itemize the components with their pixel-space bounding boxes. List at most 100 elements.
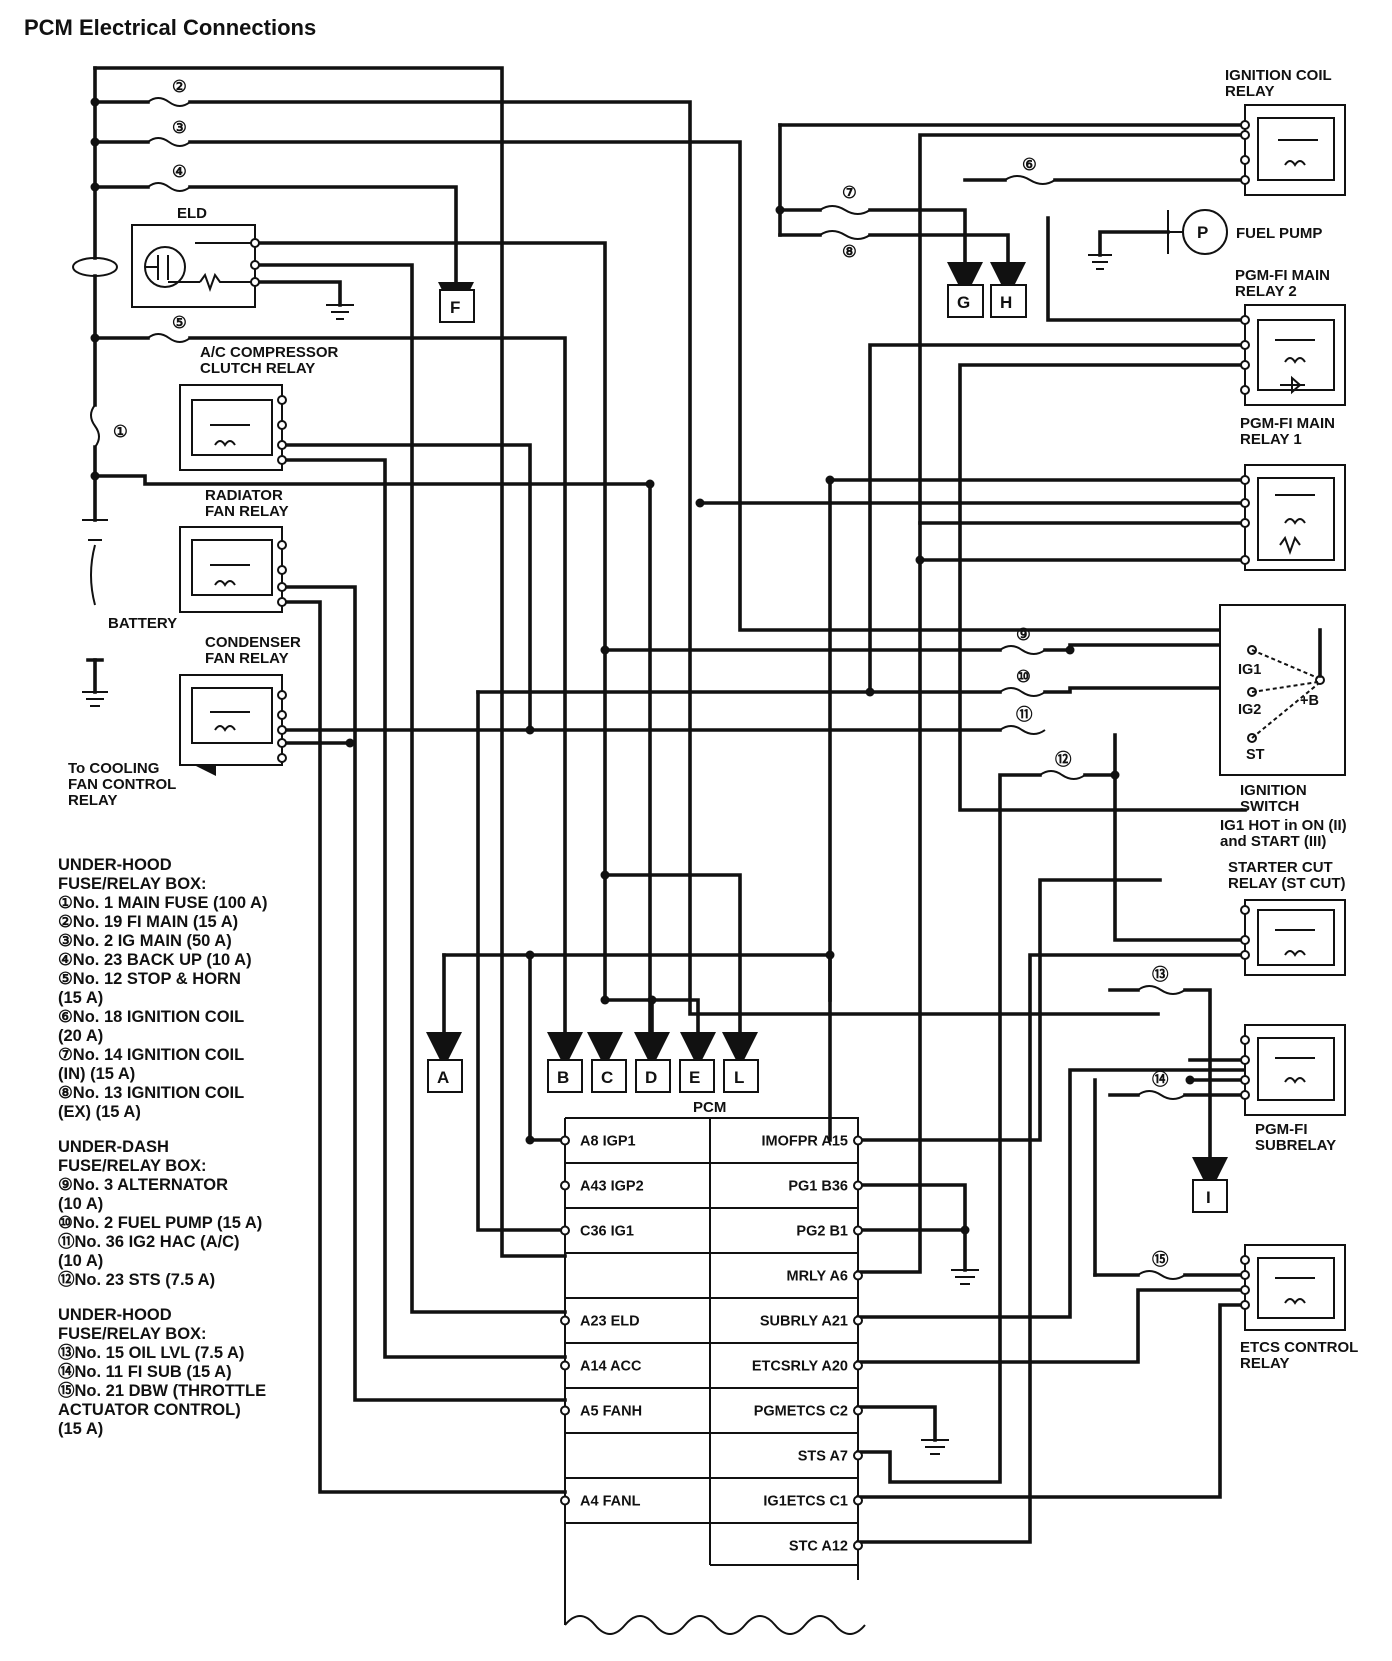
legend-line: ACTUATOR CONTROL) bbox=[58, 1401, 241, 1419]
pcm-left-terminal-label: A14 ACC bbox=[580, 1359, 642, 1375]
connector-d: D bbox=[645, 1068, 657, 1087]
condenser-fan-relay: CONDENSER FAN RELAY bbox=[179, 634, 301, 766]
condenser-relay-label-line2: FAN RELAY bbox=[205, 650, 289, 667]
fuse-label-7: ⑦ bbox=[842, 184, 857, 202]
ign-switch-label-line2: SWITCH bbox=[1240, 798, 1299, 815]
pcm-left-pin bbox=[560, 1315, 570, 1326]
legend-line: (10 A) bbox=[58, 1195, 103, 1213]
wires bbox=[93, 66, 1307, 1544]
fuses bbox=[90, 97, 1186, 1280]
pcm-right-pin bbox=[853, 1495, 863, 1506]
pcm-right-terminal-label: ETCSRLY A20 bbox=[752, 1359, 848, 1375]
pcm-right-pin bbox=[853, 1405, 863, 1416]
fuse-label-14: ⑭ bbox=[1152, 1069, 1169, 1089]
fuse-label-11: ⑪ bbox=[1016, 704, 1033, 724]
radiator-relay-label-line1: RADIATOR bbox=[205, 487, 283, 504]
legend-line: ⑪No. 36 IG2 HAC (A/C) bbox=[58, 1231, 240, 1251]
connector-f: F bbox=[450, 298, 460, 317]
pcm-left-terminal-label: A23 ELD bbox=[580, 1314, 640, 1330]
legend-header: FUSE/RELAY BOX: bbox=[58, 875, 207, 893]
pcm-right-terminal-label: PGMETCS C2 bbox=[754, 1404, 848, 1420]
pcm-left-pin bbox=[560, 1180, 570, 1191]
ign-term-st: ST bbox=[1246, 747, 1265, 763]
subrelay-label-line1: PGM-FI bbox=[1255, 1121, 1308, 1138]
ignition-switch: IG1 IG2 ST +B IGNITION SWITCH IG1 HOT in… bbox=[1219, 604, 1347, 850]
fuse-label-3: ③ bbox=[172, 119, 187, 137]
main-relay2-label-line1: PGM-FI MAIN bbox=[1235, 267, 1330, 284]
legend-line: ⑧No. 13 IGNITION COIL bbox=[58, 1084, 244, 1102]
pcm-label: PCM bbox=[693, 1099, 726, 1116]
battery: BATTERY bbox=[72, 257, 177, 707]
main-relay1-label-line2: RELAY 1 bbox=[1240, 431, 1302, 448]
pcm-right-terminal-label: IG1ETCS C1 bbox=[763, 1494, 848, 1510]
connector-h: H bbox=[1000, 293, 1012, 312]
pcm-right-pin bbox=[853, 1180, 863, 1191]
legend-line: (IN) (15 A) bbox=[58, 1065, 135, 1083]
legend-line: (EX) (15 A) bbox=[58, 1103, 141, 1121]
pcm-left-pin bbox=[560, 1360, 570, 1371]
etcs-control-relay: ETCS CONTROL RELAY bbox=[1240, 1244, 1358, 1372]
legend-line: ⑨No. 3 ALTERNATOR bbox=[58, 1176, 228, 1194]
connector-e: E bbox=[689, 1068, 700, 1087]
cooling-fan-label: To COOLING FAN CONTROL RELAY bbox=[68, 760, 176, 809]
legend-line: ⑩No. 2 FUEL PUMP (15 A) bbox=[58, 1214, 262, 1232]
pcm-right-terminal-label: STS A7 bbox=[798, 1449, 848, 1465]
pcm-right-pin bbox=[853, 1360, 863, 1371]
pcm-right-terminal-label: MRLY A6 bbox=[786, 1269, 848, 1285]
etcs-relay-label-line1: ETCS CONTROL bbox=[1240, 1339, 1358, 1356]
pcm-right-pin bbox=[853, 1135, 863, 1146]
pgm-fi-subrelay: PGM-FI SUBRELAY bbox=[1240, 1024, 1346, 1154]
starter-cut-label-line1: STARTER CUT bbox=[1228, 859, 1333, 876]
ign-term-ig2: IG2 bbox=[1238, 702, 1261, 718]
cooling-label-line2: FAN CONTROL bbox=[68, 776, 176, 793]
legend-line: ⑥No. 18 IGNITION COIL bbox=[58, 1008, 244, 1026]
legend-line: ⑫No. 23 STS (7.5 A) bbox=[58, 1269, 215, 1289]
pcm-left-pin bbox=[560, 1135, 570, 1146]
legend-header: UNDER-HOOD bbox=[58, 856, 172, 874]
etcs-relay-label-line2: RELAY bbox=[1240, 1355, 1289, 1372]
legend-line: (10 A) bbox=[58, 1252, 103, 1270]
legend-header: FUSE/RELAY BOX: bbox=[58, 1157, 207, 1175]
main-relay2-label-line2: RELAY 2 bbox=[1235, 283, 1297, 300]
pcm-left-pin bbox=[560, 1405, 570, 1416]
connector-i: I bbox=[1206, 1188, 1211, 1207]
pcm-left-terminal-label: C36 IG1 bbox=[580, 1224, 634, 1240]
starter-cut-relay: STARTER CUT RELAY (ST CUT) bbox=[1228, 859, 1346, 976]
pcm-left-terminal-label: A8 IGP1 bbox=[580, 1134, 636, 1150]
fuse-label-9: ⑨ bbox=[1016, 626, 1031, 644]
pcm-right-pin bbox=[853, 1225, 863, 1236]
ac-compressor-relay: A/C COMPRESSOR CLUTCH RELAY bbox=[179, 344, 339, 471]
battery-label: BATTERY bbox=[108, 615, 177, 632]
fuse-label-1: ① bbox=[113, 423, 128, 441]
fuse-number-labels: ① ② ③ ④ ⑤ ⑥ ⑦ ⑧ ⑨ ⑩ ⑪ ⑫ ⑬ ⑭ ⑮ bbox=[113, 78, 1169, 1269]
pcm-right-terminal-label: IMOFPR A15 bbox=[762, 1134, 848, 1150]
pcm-left-terminal-label: A4 FANL bbox=[580, 1494, 641, 1510]
eld-module: ELD bbox=[131, 205, 354, 320]
page-title: PCM Electrical Connections bbox=[24, 15, 316, 40]
pcm-right-pin bbox=[853, 1450, 863, 1461]
pcm-right-pin bbox=[853, 1270, 863, 1281]
subrelay-label-line2: SUBRELAY bbox=[1255, 1137, 1336, 1154]
legend-line: ⑦No. 14 IGNITION COIL bbox=[58, 1046, 244, 1064]
ac-relay-label-line2: CLUTCH RELAY bbox=[200, 360, 315, 377]
ign-coil-relay-label-line2: RELAY bbox=[1225, 83, 1274, 100]
pcm-right-terminal-label: STC A12 bbox=[789, 1539, 848, 1555]
cooling-label-line3: RELAY bbox=[68, 792, 117, 809]
ign-coil-relay-label-line1: IGNITION COIL bbox=[1225, 67, 1332, 84]
legend-line: (15 A) bbox=[58, 1420, 103, 1438]
ign-term-b: +B bbox=[1300, 693, 1319, 709]
pgm-fi-main-relay-2: PGM-FI MAIN RELAY 2 bbox=[1235, 267, 1346, 406]
connector-g: G bbox=[957, 293, 970, 312]
pcm-left-terminal-label: A43 IGP2 bbox=[580, 1179, 644, 1195]
ign-switch-label-line1: IGNITION bbox=[1240, 782, 1307, 799]
legend-line: ④No. 23 BACK UP (10 A) bbox=[58, 951, 252, 969]
junction-dots bbox=[90, 97, 1195, 1235]
connector-c: C bbox=[601, 1068, 613, 1087]
ign-note-line1: IG1 HOT in ON (II) bbox=[1220, 817, 1347, 834]
connector-a: A bbox=[437, 1068, 449, 1087]
